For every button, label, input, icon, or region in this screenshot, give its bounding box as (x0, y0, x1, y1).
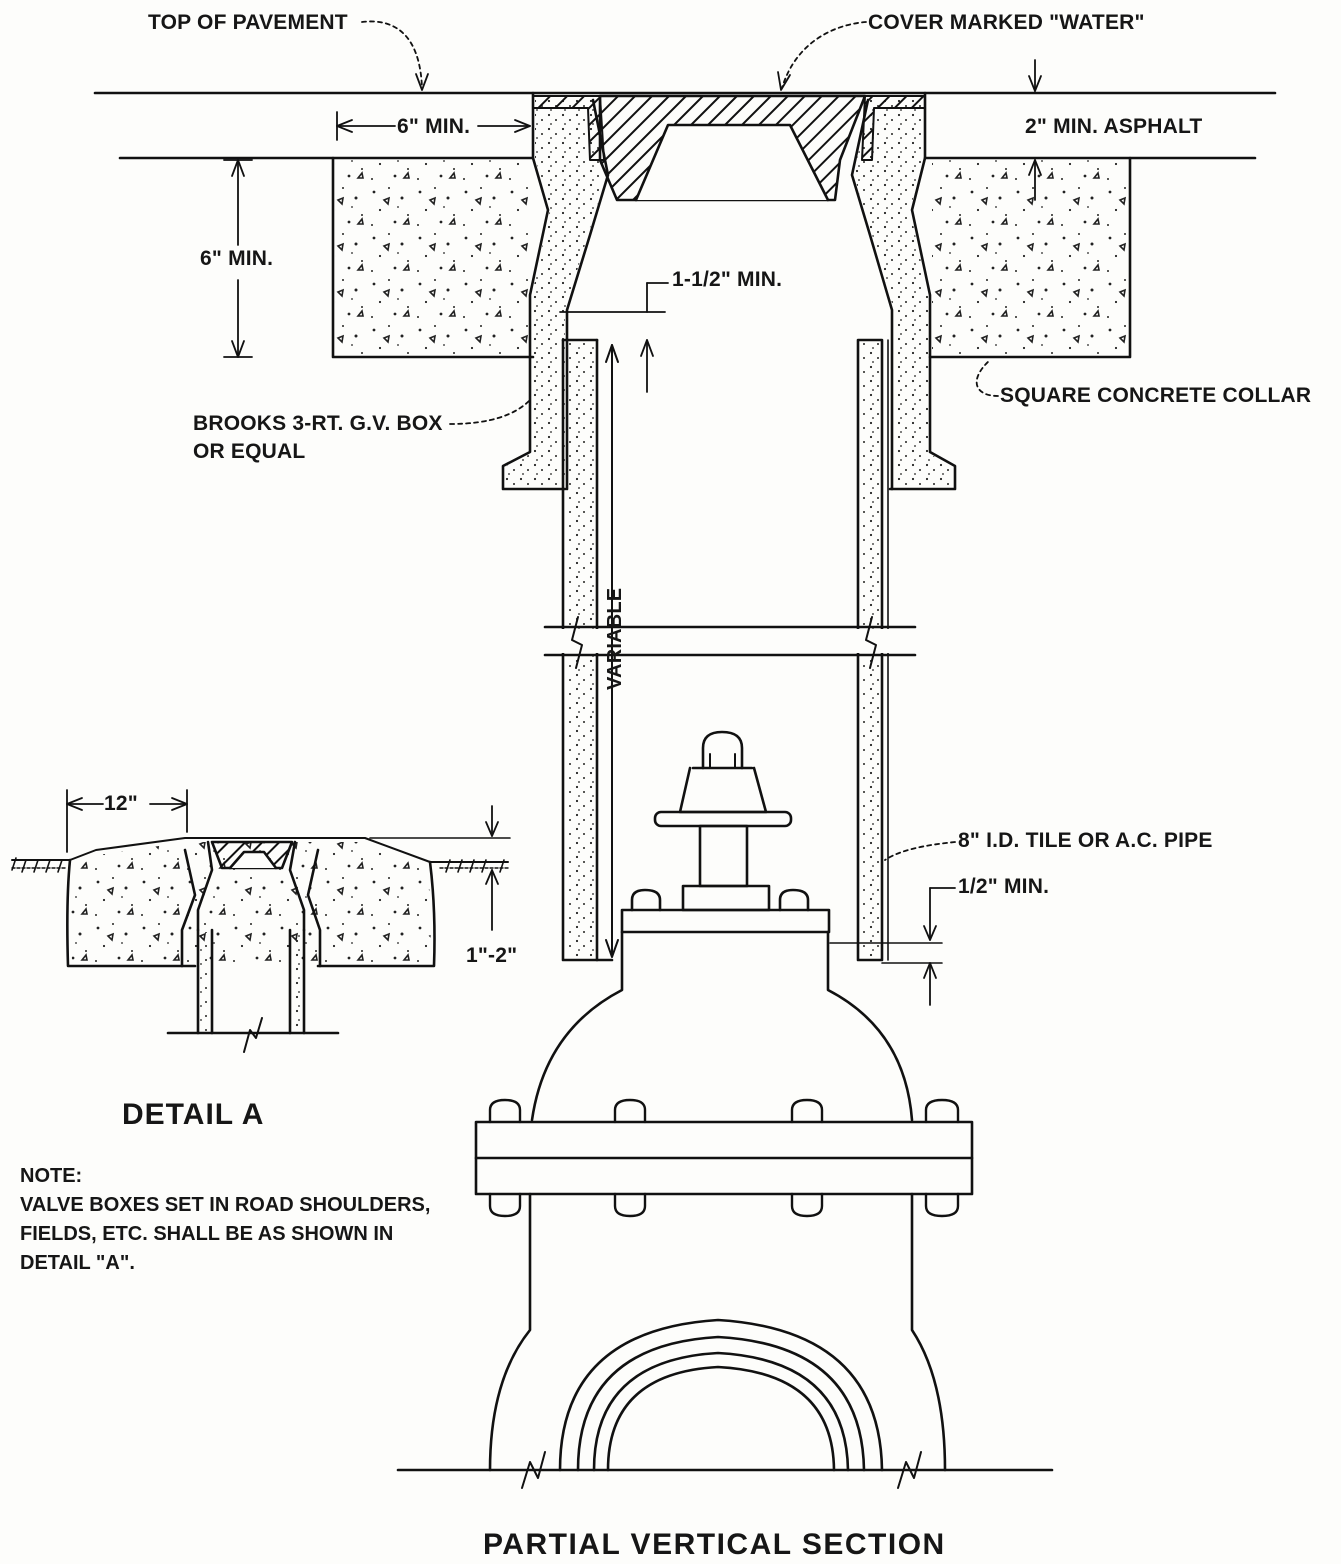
top-of-pavement-label: TOP OF PAVEMENT (148, 11, 348, 34)
brooks-box-label-line2: OR EQUAL (193, 440, 306, 463)
two-min-asphalt-label: 2" MIN. ASPHALT (1025, 115, 1203, 138)
detail-a-title: DETAIL A (122, 1098, 265, 1131)
six-min-vertical-label: 6" MIN. (200, 247, 274, 270)
note-line-1: VALVE BOXES SET IN ROAD SHOULDERS, (20, 1194, 431, 1216)
square-collar-label: SQUARE CONCRETE COLLAR (1000, 384, 1312, 407)
note-line-3: DETAIL "A". (20, 1252, 135, 1274)
six-min-horizontal-label: 6" MIN. (397, 115, 471, 138)
note-heading: NOTE: (20, 1165, 83, 1187)
one-half-min-label: 1-1/2" MIN. (672, 268, 783, 291)
brooks-box-label-line1: BROOKS 3-RT. G.V. BOX (193, 412, 443, 435)
variable-dimension-label: VARIABLE (604, 587, 626, 690)
twelve-inch-label: 12" (104, 792, 138, 815)
cover-marked-label: COVER MARKED "WATER" (868, 11, 1145, 34)
note-block: NOTE: VALVE BOXES SET IN ROAD SHOULDERS,… (20, 1162, 430, 1278)
note-line-2: FIELDS, ETC. SHALL BE AS SHOWN IN (20, 1223, 394, 1245)
main-section-title: PARTIAL VERTICAL SECTION (483, 1528, 946, 1561)
half-min-label: 1/2" MIN. (958, 875, 1050, 898)
one-two-inch-label: 1"-2" (466, 944, 518, 967)
tile-pipe-label: 8" I.D. TILE OR A.C. PIPE (958, 829, 1213, 852)
